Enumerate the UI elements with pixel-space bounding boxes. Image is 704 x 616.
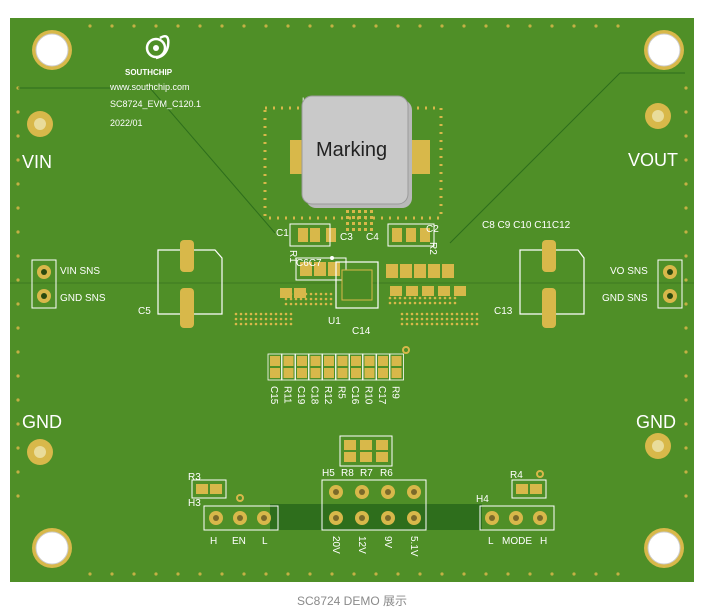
- vin-label: VIN: [22, 152, 52, 172]
- header-pin: [381, 511, 395, 525]
- header-pin: [509, 511, 523, 525]
- header-pin: [233, 511, 247, 525]
- passive-label: C17: [376, 386, 387, 405]
- vout-label: VOUT: [628, 150, 678, 170]
- gnd-sns-right-label: GND SNS: [602, 293, 648, 304]
- passive-component: R10: [362, 353, 377, 405]
- date-text: 2022/01: [110, 118, 143, 128]
- brand-text: SOUTHCHIP: [125, 68, 173, 77]
- header-pin: [381, 485, 395, 499]
- pcb-board: SOUTHCHIP www.southchip.com SC8724_EVM_C…: [10, 18, 694, 582]
- r7-label: R7: [360, 468, 373, 479]
- header-pin: [485, 511, 499, 525]
- h5-pin-12v-label: 12V: [356, 536, 367, 554]
- header-pin: [407, 485, 421, 499]
- header-pin: [209, 511, 223, 525]
- h5-label: H5: [322, 468, 335, 479]
- passive-label: C19: [295, 386, 306, 405]
- h4-pin-h-label: H: [540, 536, 547, 547]
- passive-component: R11: [281, 353, 296, 404]
- c4-label: C4: [366, 232, 379, 243]
- vo-sns-label: VO SNS: [610, 266, 648, 277]
- c13-label: C13: [494, 306, 513, 317]
- c2-label: C2: [426, 224, 439, 235]
- header-pin: [257, 511, 271, 525]
- passive-label: C16: [349, 386, 360, 405]
- capacitor-c5: [157, 240, 223, 328]
- passive-label: R5: [336, 386, 347, 399]
- h4-pin-l-label: L: [488, 536, 494, 547]
- c3-label: C3: [340, 232, 353, 243]
- passive-component: R12: [321, 353, 337, 405]
- header-pin: [355, 485, 369, 499]
- h4-pin-mode-label: MODE: [502, 536, 532, 547]
- header-pin: [329, 511, 343, 525]
- h3-pin-h-label: H: [210, 536, 217, 547]
- h3-pin-en-label: EN: [232, 536, 246, 547]
- passive-component: C17: [375, 353, 391, 405]
- h5-pin-9v-label: 9V: [382, 536, 393, 549]
- mounting-hole-bottom-right: [644, 528, 684, 568]
- u1-label: U1: [328, 316, 341, 327]
- passive-label: C18: [309, 386, 320, 405]
- passive-component: C19: [294, 353, 310, 405]
- h5-pin-5v1-label: 5.1V: [408, 536, 419, 557]
- passive-component: C15: [267, 353, 283, 405]
- output-caps-label: C8 C9 C10 C11C12: [482, 220, 571, 231]
- r8-label: R8: [341, 468, 354, 479]
- h4-label: H4: [476, 494, 489, 505]
- vin-sns-label: VIN SNS: [60, 266, 100, 277]
- c5-label: C5: [138, 306, 151, 317]
- ic-u1: [330, 256, 379, 309]
- r3-label: R3: [188, 472, 201, 483]
- passive-label: R11: [282, 386, 293, 404]
- image-caption: SC8724 DEMO 展示: [296, 594, 408, 608]
- c6c7-label: C6C7: [296, 258, 322, 269]
- mounting-hole-top-right: [644, 30, 684, 70]
- gnd-left-label: GND: [22, 412, 62, 432]
- r4-label: R4: [510, 470, 523, 481]
- mounting-hole-top-left: [32, 30, 72, 70]
- passive-component: R5: [335, 353, 350, 399]
- header-pin: [407, 511, 421, 525]
- passive-label: R9: [390, 386, 401, 399]
- h3-pin-l-label: L: [262, 536, 268, 547]
- c1-label: C1: [276, 228, 289, 239]
- gnd-right-label: GND: [636, 412, 676, 432]
- passive-component: C18: [308, 353, 323, 405]
- passive-label: R10: [363, 386, 374, 405]
- passive-label: C15: [268, 386, 279, 405]
- r6-label: R6: [380, 468, 393, 479]
- gnd-sns-left-label: GND SNS: [60, 293, 106, 304]
- h5-pin-20v-label: 20V: [330, 536, 341, 554]
- model-text: SC8724_EVM_C120.1: [110, 99, 201, 109]
- inductor-l1: [301, 95, 412, 208]
- southchip-logo-icon: [145, 35, 170, 60]
- r2-label: R2: [427, 242, 438, 255]
- header-pin: [329, 485, 343, 499]
- pcb-drawing: SOUTHCHIP www.southchip.com SC8724_EVM_C…: [10, 24, 694, 576]
- h3-label: H3: [188, 498, 201, 509]
- header-pin: [355, 511, 369, 525]
- mounting-hole-bottom-left: [32, 528, 72, 568]
- passive-component: R9: [389, 353, 404, 399]
- r1-label: R1: [287, 250, 298, 263]
- passive-component: C16: [348, 353, 364, 405]
- capacitor-c13: [519, 240, 585, 328]
- passive-label: R12: [322, 386, 333, 405]
- inductor-marking-text: Marking: [316, 139, 387, 161]
- c14-label: C14: [352, 326, 371, 337]
- website-text: www.southchip.com: [109, 82, 190, 92]
- header-pin: [533, 511, 547, 525]
